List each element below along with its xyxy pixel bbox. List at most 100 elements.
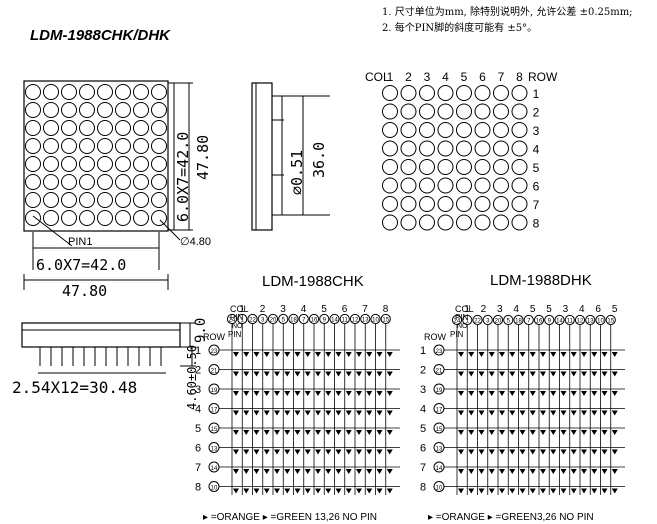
- schematic-led-diode: [570, 352, 577, 357]
- schematic-col-pin-number: 13: [362, 318, 369, 324]
- front-dot: [133, 84, 149, 100]
- schematic-chk-no-label: NO: [232, 323, 243, 330]
- schematic-led-diode: [540, 391, 546, 396]
- pin-map-dot: [382, 159, 398, 175]
- schematic-col-pin-number: 24: [454, 319, 461, 325]
- schematic-led-diode: [519, 469, 526, 474]
- schematic-row-pin-number: 15: [436, 427, 443, 433]
- schematic-col-number: 5: [530, 304, 536, 315]
- schematic-led-diode: [243, 488, 250, 494]
- schematic-led-diode: [315, 469, 321, 474]
- schematic-led-diode: [468, 488, 475, 494]
- schematic-col-number: 8: [383, 304, 389, 315]
- schematic-col-pin: [482, 314, 493, 326]
- schematic-led-diode: [366, 371, 373, 377]
- schematic-led-diode: [253, 469, 260, 474]
- schematic-led-diode: [529, 430, 536, 435]
- front-dot: [25, 156, 41, 172]
- schematic-led-diode: [294, 371, 301, 377]
- front-dot: [25, 120, 41, 136]
- schematic-col-pin: [288, 313, 299, 325]
- schematic-led-diode: [550, 488, 557, 494]
- schematic-led-diode: [478, 449, 485, 455]
- schematic-led-diode: [274, 352, 280, 357]
- schematic-led-diode: [591, 449, 598, 455]
- schematic-led-diode: [488, 391, 495, 396]
- schematic-led-diode: [581, 449, 587, 455]
- pin-map-row-number: 4: [533, 143, 540, 157]
- schematic-col-pin: [574, 314, 586, 326]
- schematic-led-diode: [499, 410, 505, 416]
- schematic-col-pin-number: 5: [507, 319, 511, 325]
- schematic-led-diode: [540, 449, 546, 455]
- schematic-led-diode: [325, 352, 332, 357]
- front-dot: [43, 120, 59, 136]
- front-dot: [25, 192, 41, 208]
- schematic-led-diode: [550, 469, 557, 474]
- schematic-led-diode: [376, 410, 383, 416]
- schematic-led-diode: [499, 488, 505, 494]
- front-dot: [61, 138, 77, 154]
- schematic-led-diode: [509, 371, 516, 377]
- schematic-col-number: 6: [342, 304, 348, 315]
- pin-map-col-number: 3: [424, 70, 431, 84]
- schematic-col-pin: [360, 313, 371, 325]
- front-dot: [43, 84, 59, 100]
- schematic-led-diode: [509, 391, 516, 396]
- schematic-led-diode: [540, 469, 546, 474]
- schematic-led-diode: [540, 430, 546, 435]
- front-dot: [97, 84, 113, 100]
- schematic-led-diode: [601, 449, 608, 455]
- side-view-vertical: ∅0.51 36.0: [251, 82, 330, 231]
- schematic-col-pin-number: 15: [382, 318, 389, 324]
- schematic-led-diode: [294, 410, 301, 416]
- schematic-led-diode: [499, 469, 505, 474]
- pin-map-dot: [419, 122, 435, 138]
- pin-map-dot: [382, 85, 398, 101]
- front-dot: [115, 174, 131, 190]
- front-overall-width-dim: 47.80: [62, 282, 107, 300]
- schematic-dhk-col-label: COL: [455, 304, 474, 314]
- schematic-led-diode: [611, 469, 618, 474]
- pin-map-dot: [474, 177, 491, 194]
- schematic-led-diode: [315, 391, 321, 396]
- schematic-led-diode: [335, 371, 342, 377]
- front-dot: [79, 120, 95, 136]
- pin-map-dot: [493, 122, 509, 138]
- schematic-led-diode: [570, 371, 577, 377]
- schematic-col-pin: [247, 313, 258, 325]
- schematic-led-diode: [591, 371, 598, 377]
- schematic-led-diode: [570, 449, 577, 455]
- schematic-row-pin-number: 13: [211, 447, 218, 453]
- schematic-col-number: 4: [579, 304, 585, 315]
- pin-map-dot: [400, 103, 417, 120]
- schematic-led-diode: [601, 371, 608, 377]
- schematic-led-diode: [581, 469, 587, 474]
- front-dot: [61, 192, 77, 208]
- schematic-led-diode: [366, 352, 373, 357]
- schematic-led-diode: [509, 352, 516, 357]
- pin-map-row-number: 7: [533, 198, 540, 212]
- schematic-led-diode: [529, 371, 536, 377]
- schematic-col-pin-number: 22: [249, 318, 256, 324]
- schematic-led-diode: [611, 391, 618, 396]
- drawing-title: LDM-1988CHK/DHK: [30, 27, 171, 44]
- schematic-col-pin-number: 11: [567, 319, 574, 325]
- schematic-col-pin: [544, 314, 555, 326]
- schematic-col-pin-number: 7: [302, 318, 306, 324]
- pin-map-dot: [400, 196, 417, 212]
- schematic-led-diode: [560, 391, 567, 396]
- schematic-led-diode: [611, 371, 618, 377]
- front-dot: [115, 102, 131, 118]
- schematic-col-pin-number: 11: [342, 318, 349, 324]
- schematic-led-diode: [458, 488, 464, 494]
- schematic-led-diode: [233, 371, 239, 377]
- schematic-led-diode: [233, 488, 239, 494]
- front-dot: [97, 156, 113, 172]
- pin-map-dot: [474, 85, 491, 101]
- pin-map-dot: [437, 122, 454, 138]
- schematic-led-diode: [345, 352, 352, 357]
- schematic-col-pin: [237, 313, 248, 325]
- schematic-led-diode: [570, 469, 577, 474]
